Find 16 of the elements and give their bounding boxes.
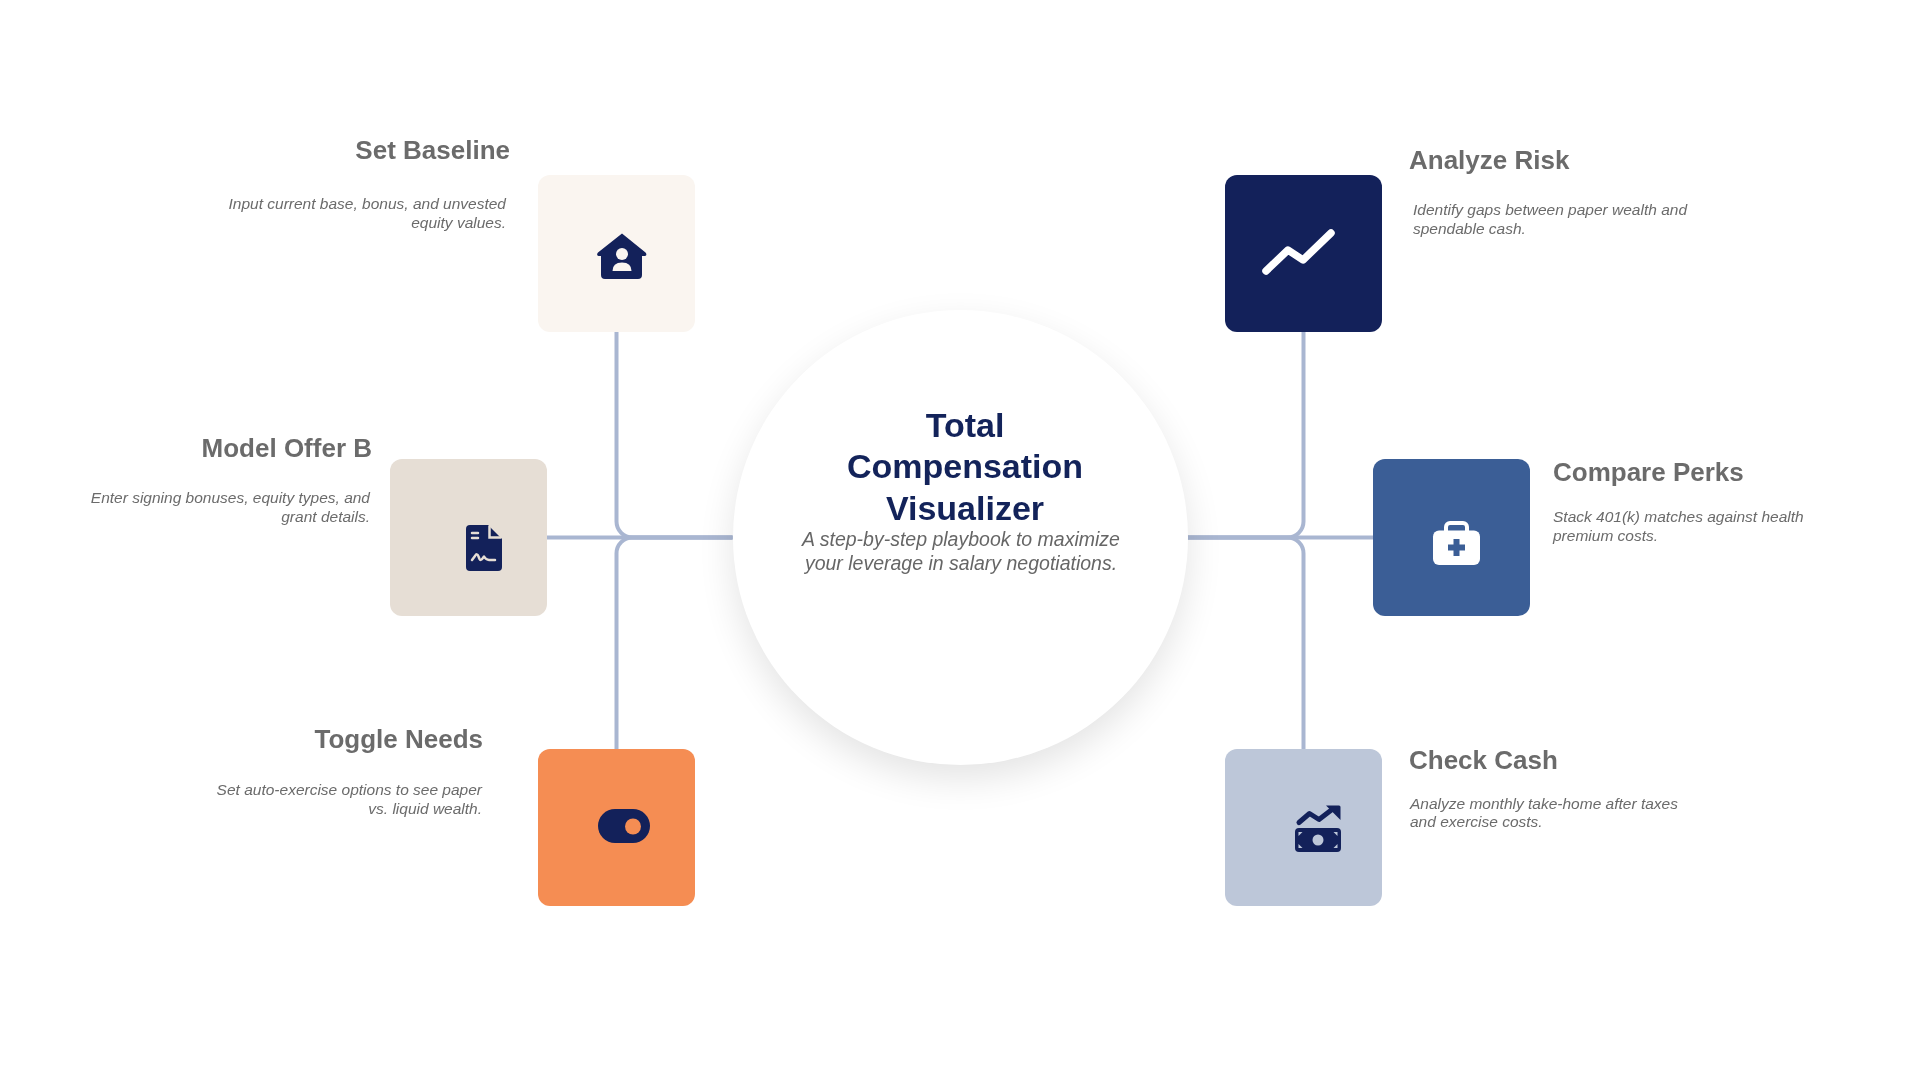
hub-title: Total Compensation Visualizer xyxy=(845,404,1085,529)
step-title: Check Cash xyxy=(1409,745,1558,776)
step-description: Stack 401(k) matches against health premium costs. xyxy=(1553,508,1805,546)
connector-line xyxy=(614,535,733,749)
connector-line xyxy=(1187,535,1306,749)
step-description: Analyze monthly take-home after taxes and exercise costs. xyxy=(1410,794,1679,832)
step-description: Identify gaps between paper wealth and spendable cash. xyxy=(1413,201,1689,239)
step-description: Enter signing bonuses, equity types, and grant details. xyxy=(89,489,370,527)
step-title: Model Offer B xyxy=(201,432,372,464)
step-title: Toggle Needs xyxy=(314,724,483,755)
step-description: Input current base, bonus, and unvested equity values. xyxy=(227,195,506,233)
step-title: Analyze Risk xyxy=(1409,145,1570,176)
step-title: Compare Perks xyxy=(1553,457,1744,488)
step-description: Set auto-exercise options to see paper vs. liquid wealth. xyxy=(215,781,482,819)
step-title: Set Baseline xyxy=(355,135,510,166)
hub-subtitle: A step-by-step playbook to maximize your leverage in salary negotiations. xyxy=(800,528,1121,575)
